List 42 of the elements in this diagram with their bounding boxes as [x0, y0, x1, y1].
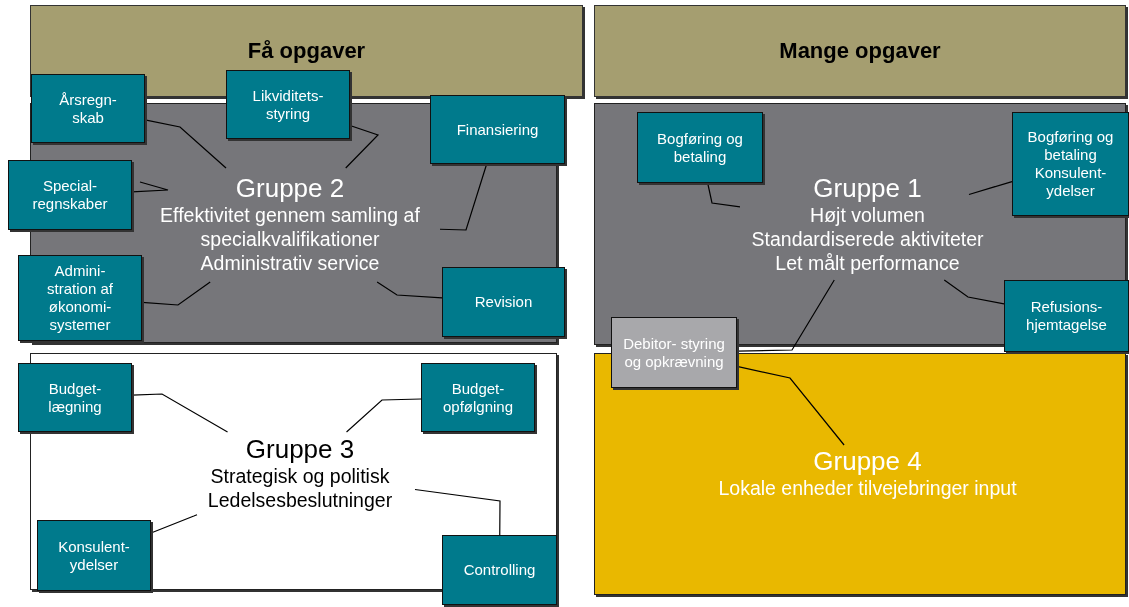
task-box: Debitor- styring og opkrævning — [611, 317, 737, 388]
connector-line — [414, 488, 501, 536]
task-box: Årsregn- skab — [31, 74, 145, 143]
connector-line — [150, 514, 198, 534]
connector-line — [141, 281, 211, 306]
connector-line — [144, 119, 227, 169]
task-box: Bogføring og betaling Konsulent- ydelser — [1012, 112, 1129, 216]
connector-line — [736, 365, 845, 446]
connector-line — [131, 181, 169, 193]
task-box: Konsulent- ydelser — [37, 520, 151, 591]
group-description: Let målt performance — [775, 251, 960, 276]
task-box: Revision — [442, 267, 565, 337]
group-description: Ledelsesbeslutninger — [207, 488, 393, 513]
header-band: Mange opgaver — [594, 5, 1126, 97]
task-box: Controlling — [442, 535, 557, 605]
connector-line — [736, 279, 835, 352]
task-box: Special- regnskaber — [8, 160, 132, 230]
connector-line — [943, 279, 1005, 305]
group-heading: Gruppe 3 — [245, 435, 355, 466]
connector-line — [439, 163, 488, 231]
connector-line — [707, 182, 741, 208]
connector-line — [345, 124, 380, 169]
task-box: Budget- lægning — [18, 363, 132, 432]
connector-line — [376, 281, 443, 299]
group-description: Højt volumen — [810, 204, 925, 229]
task-box: Admini- stration af økonomi- systemer — [18, 255, 142, 341]
connector-line — [968, 181, 1013, 196]
task-box: Finansiering — [430, 95, 565, 164]
group-description: Effektivitet gennem samling af specialkvalifikationer — [159, 204, 421, 252]
connector-line — [345, 398, 422, 433]
group-heading: Gruppe 1 — [813, 174, 922, 205]
group-description: Standardiserede aktiviteter — [751, 228, 984, 252]
task-box: Budget- opfølgning — [421, 363, 535, 432]
task-box: Bogføring og betaling — [637, 112, 763, 183]
group-description: Lokale enheder tilvejebringer input — [718, 477, 1017, 501]
group-description: Administrativ service — [200, 251, 380, 276]
connector-line — [131, 393, 229, 433]
group-description: Strategisk og politisk — [210, 465, 390, 489]
task-box: Likviditets- styring — [226, 70, 350, 139]
group-heading: Gruppe 2 — [235, 174, 345, 205]
task-box: Refusions- hjemtagelse — [1004, 280, 1129, 352]
group-heading: Gruppe 4 — [813, 447, 922, 478]
